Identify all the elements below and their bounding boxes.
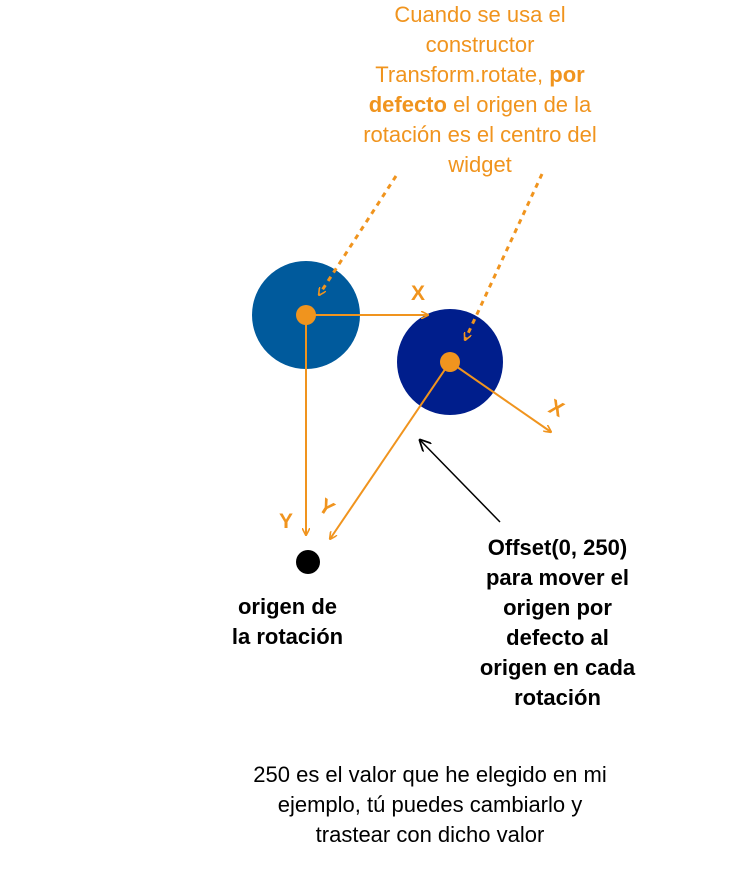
note-bold-defecto: defecto (368, 92, 447, 117)
value-note-line-3: trastear con dicho valor (315, 822, 545, 847)
note-line-5: rotación es el centro del (363, 122, 597, 147)
origin-label-line-2: la rotación (231, 624, 344, 649)
note-line-4-text: el origen de la (446, 92, 592, 117)
rotation-origin-label: origen de la rotación (200, 592, 375, 652)
rotation-origin-dot (296, 550, 320, 574)
center-dot-original (296, 305, 316, 325)
value-note-line-1: 250 es el valor que he elegido en mi (253, 762, 607, 787)
default-origin-note: Cuando se usa el constructor Transform.r… (330, 0, 630, 180)
x-axis-rotated (449, 361, 551, 432)
offset-explanation: Offset(0, 250) para mover el origen por … (455, 533, 660, 713)
note-line-2: constructor (425, 32, 535, 57)
value-note-line-2: ejemplo, tú puedes cambiarlo y (277, 792, 583, 817)
note-line-3: Transform.rotate, por (330, 60, 630, 90)
x-axis-original-label: X (411, 282, 426, 305)
offset-line-6: rotación (514, 685, 601, 710)
offset-line-1: Offset(0, 250) (487, 535, 628, 560)
origin-label-line-1: origen de (237, 594, 337, 619)
note-line-1: Cuando se usa el (394, 2, 566, 27)
y-axis-original-label: Y (279, 510, 294, 533)
note-bold-por: por (549, 62, 585, 87)
center-dot-rotated (440, 352, 460, 372)
note-line-3-text: Transform.rotate, (375, 62, 550, 87)
dashed-pointer-original (319, 175, 398, 295)
offset-line-5: origen en cada (479, 655, 636, 680)
note-line-4: defecto el origen de la (330, 90, 630, 120)
offset-line-3: origen por (503, 595, 612, 620)
y-axis-rotated (330, 361, 451, 539)
note-line-6: widget (448, 152, 512, 177)
offset-line-4: defecto al (506, 625, 609, 650)
value-note: 250 es el valor que he elegido en mi eje… (205, 760, 655, 850)
offset-arrow (420, 440, 501, 523)
dashed-pointer-rotated (465, 173, 544, 340)
offset-line-2: para mover el (485, 565, 630, 590)
